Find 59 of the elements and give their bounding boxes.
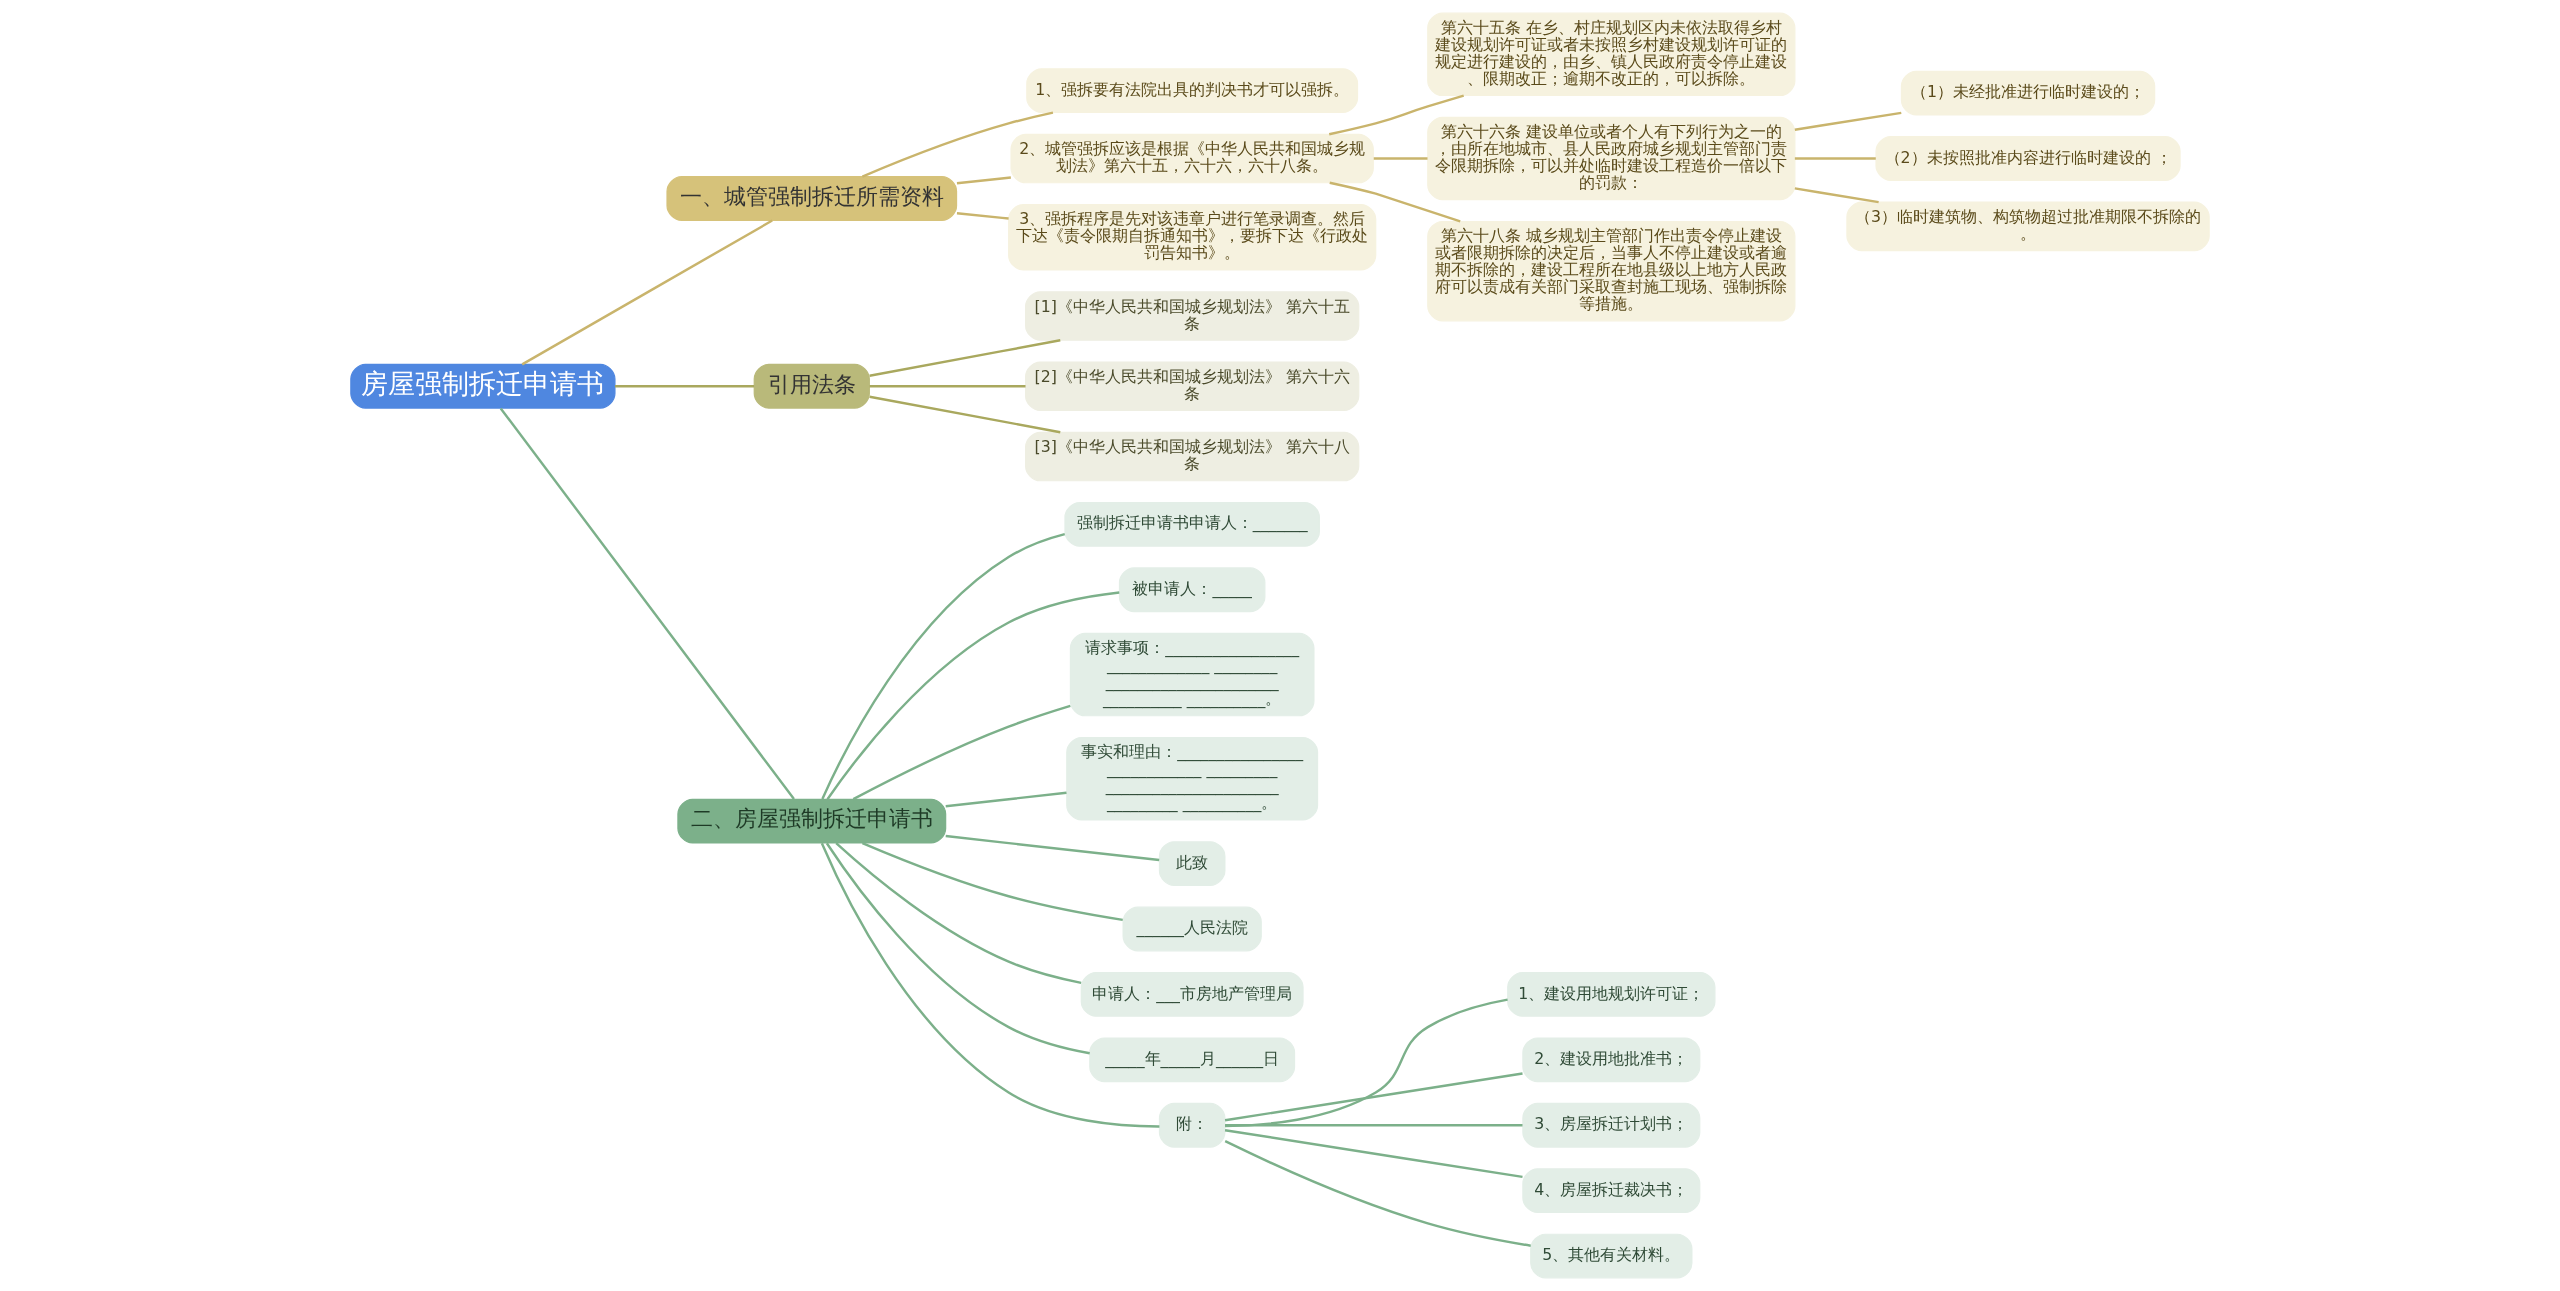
connector (945, 791, 1067, 808)
connector (1329, 181, 1461, 223)
node-box: 引用法条 (753, 363, 870, 409)
connector (861, 842, 1123, 922)
node-box: 第六十五条 在乡、村庄规划区内未依法取得乡村建设规划许可证或者未按照乡村建设规划许可证的规定进行建设的，由乡、镇人民政府责令停止建设、限期改正；逾期不改正的，可以拆除。 (1427, 12, 1796, 97)
connector (956, 212, 1009, 220)
node-box: 附： (1158, 1102, 1226, 1148)
connector (1794, 111, 1902, 131)
connector (825, 842, 1090, 1055)
node-box: 3、房屋拆迁计划书； (1522, 1102, 1701, 1148)
node-box: 2、建设用地批准书； (1522, 1037, 1701, 1083)
connector (1794, 157, 1876, 160)
connector (956, 176, 1011, 185)
connector (861, 111, 1054, 178)
node-box: _____年_____月______日 (1089, 1037, 1296, 1083)
node-box: 请求事项：______________________________ ________________________________________ __________。 (1069, 632, 1315, 717)
connector (820, 842, 1160, 1128)
node-box: 此致 (1158, 841, 1226, 886)
node-box: （1）未经批准进行临时建设的； (1900, 70, 2156, 116)
connector (615, 385, 755, 388)
connector (499, 407, 795, 800)
connector (1224, 1140, 1531, 1247)
node-box: 房屋强制拆迁申请书 (350, 363, 616, 409)
node-box: 第六十八条 城乡规划主管部门作出责令停止建设或者限期拆除的决定后，当事人不停止建设或者逾期不拆除的，建设工程所在地县级以上地方人民政府可以责成有关部门采取查封施工现场、强制拆除等措施。 (1427, 220, 1796, 322)
connector (1224, 1072, 1523, 1122)
node-box: 1、建设用地规划许可证； (1507, 971, 1716, 1017)
connector (1225, 1124, 1523, 1127)
node-box: 一、城管强制拆迁所需资料 (666, 176, 958, 221)
node-box: [3]《中华人民共和国城乡规划法》 第六十八条 (1025, 431, 1360, 482)
connector (1224, 1129, 1523, 1179)
connector (826, 591, 1120, 800)
connector (869, 339, 1061, 377)
connector (1794, 187, 1879, 204)
node-box: （2）未按照批准内容进行临时建设的 ； (1875, 136, 2181, 181)
node-box: ______人民法院 (1122, 906, 1262, 952)
connector (521, 219, 773, 366)
connector (1225, 998, 1508, 1128)
connector (1373, 157, 1428, 160)
connector (869, 395, 1061, 434)
node-box: 申请人：___市房地产管理局 (1080, 971, 1304, 1017)
node-box: [1]《中华人民共和国城乡规划法》 第六十五条 (1025, 291, 1360, 341)
connector (835, 842, 1082, 984)
node-box: 4、房屋拆迁裁决书； (1522, 1168, 1701, 1214)
node-box: 强制拆迁申请书申请人：_______ (1064, 501, 1320, 547)
node-box: 二、房屋强制拆迁申请书 (677, 798, 947, 844)
node-box: 被申请人：_____ (1118, 567, 1266, 613)
connector (821, 532, 1066, 800)
connector (945, 834, 1160, 862)
node-box: 第六十六条 建设单位或者个人有下列行为之一的，由所在地城市、县人民政府城乡规划主管部门责令限期拆除，可以并处临时建设工程造价一倍以下的罚款： (1427, 116, 1796, 201)
connector (869, 385, 1026, 388)
node-box: [2]《中华人民共和国城乡规划法》 第六十六条 (1025, 361, 1360, 412)
node-box: 1、强拆要有法院出具的判决书才可以强拆。 (1026, 68, 1359, 114)
node-box: 2、城管强拆应该是根据《中华人民共和国城乡规划法》第六十五，六十六，六十八条。 (1010, 133, 1374, 184)
node-box: 事实和理由：____________________________ ________________________________________ __________。 (1066, 736, 1319, 821)
connector (1328, 94, 1465, 136)
connector (852, 704, 1071, 801)
node-box: 3、强拆程序是先对该违章户进行笔录调查。然后下达《责令限期自拆通知书》，要拆下达《行政处罚告知书》。 (1008, 203, 1377, 271)
node-box: 5、其他有关材料。 (1530, 1233, 1693, 1279)
node-box: （3）临时建筑物、构筑物超过批准期限不拆除的。 (1846, 201, 2210, 252)
